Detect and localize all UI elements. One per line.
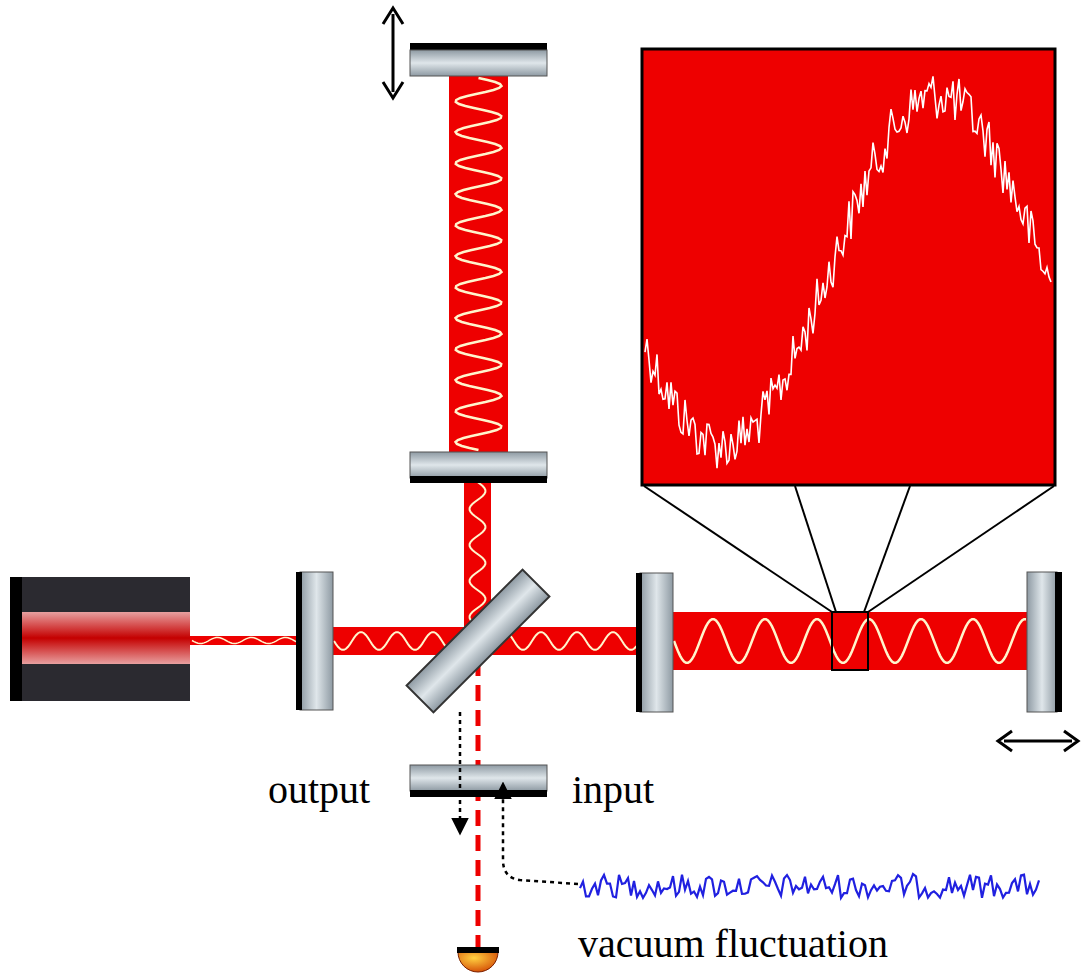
power-recycling-mirror [296,572,333,710]
wave [674,619,1026,663]
input-arrow [503,785,578,884]
vertical-arm-cavity [449,75,508,453]
wave [456,78,502,450]
output-beam [476,660,481,950]
horizontal-arm-cavity [672,612,1028,670]
end-test-mass-top [410,43,547,76]
vacuum-noise [580,874,1039,898]
input-test-mass-right [636,573,673,712]
input-test-mass-top [410,452,547,483]
output-arrow [459,712,462,832]
laser [10,577,190,701]
zoom-inset [642,49,1055,485]
noisy-wave [645,76,1051,468]
beam-splitter [407,570,550,713]
label: vacuum fluctuation [578,924,888,964]
signal-recycling-mirror [410,765,547,797]
wave [192,638,298,644]
end-test-mass-right [1027,572,1062,712]
label: input [572,770,654,810]
motion-arrow-vertical [383,8,403,98]
zoom-leader-lines [644,486,1054,612]
wave [470,482,486,628]
motion-arrow-horizontal [998,731,1078,751]
label: output [268,770,370,810]
zoom-region [832,612,868,670]
laser-beam [190,636,300,645]
photodetector [457,947,499,972]
